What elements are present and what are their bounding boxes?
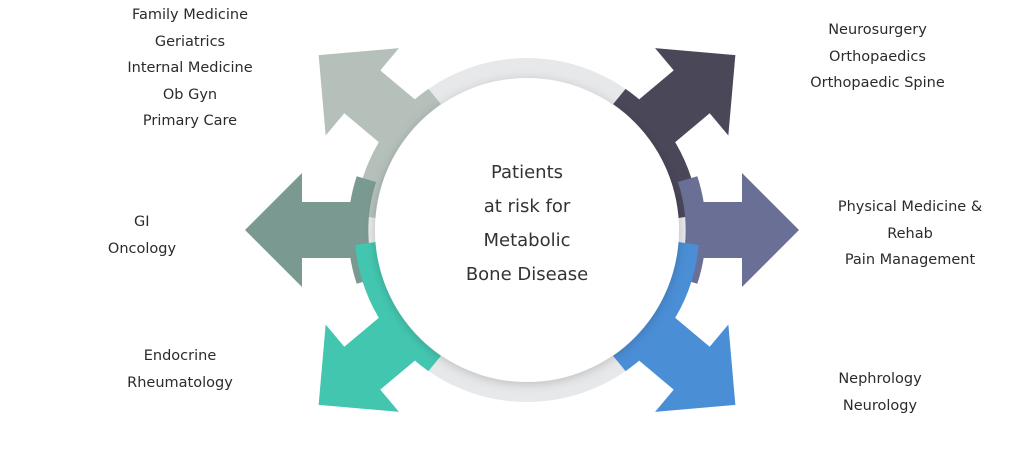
ring-segment-bottom-right [613,242,699,372]
center-line: Bone Disease [465,264,589,285]
specialty-label: GI [134,214,150,230]
specialty-label: Orthopaedic Spine [810,75,945,91]
specialty-label: Oncology [107,240,177,257]
center-line: Patients [490,162,564,183]
center-line: at risk for [483,196,571,217]
specialty-label: Endocrine [143,348,217,364]
specialty-label: Rehab [887,225,933,242]
specialty-label: Physical Medicine & [837,199,983,215]
arrow-right [677,173,799,287]
ring-segment-top-left [355,88,441,219]
arrow-left [245,173,377,287]
specialty-group-bottom-right: Nephrology Neurology [825,366,935,419]
specialty-group-top-right: Neurosurgery Orthopaedics Orthopaedic Sp… [800,17,955,97]
center-title: Patients at risk for Metabolic Bone Dise… [427,156,627,292]
specialty-label: Orthopaedics [829,48,926,65]
specialty-group-top-left: Family Medicine Geriatrics Internal Medi… [110,2,270,135]
specialty-label: Neurology [842,397,918,414]
specialty-label: Pain Management [844,252,976,268]
specialty-label: Internal Medicine [127,60,253,76]
center-circle [375,78,679,382]
specialty-label: Nephrology [838,371,922,387]
ring-segment-top-right [613,88,699,219]
specialty-label: Family Medicine [131,7,249,23]
specialty-label: Geriatrics [154,33,226,50]
specialty-group-left: GI Oncology [92,209,192,262]
specialty-label: Neurosurgery [828,22,927,38]
specialty-group-right: Physical Medicine & Rehab Pain Managemen… [830,194,990,274]
ring-segment-bottom-left [355,242,441,372]
specialty-label: Primary Care [142,113,238,129]
specialty-label: Ob Gyn [162,86,218,103]
specialty-group-bottom-left: Endocrine Rheumatology [115,343,245,396]
center-line: Metabolic [483,230,571,251]
arrow-left-shape [245,173,377,287]
arrow-right-shape [677,173,799,287]
specialty-label: Rheumatology [127,374,233,391]
